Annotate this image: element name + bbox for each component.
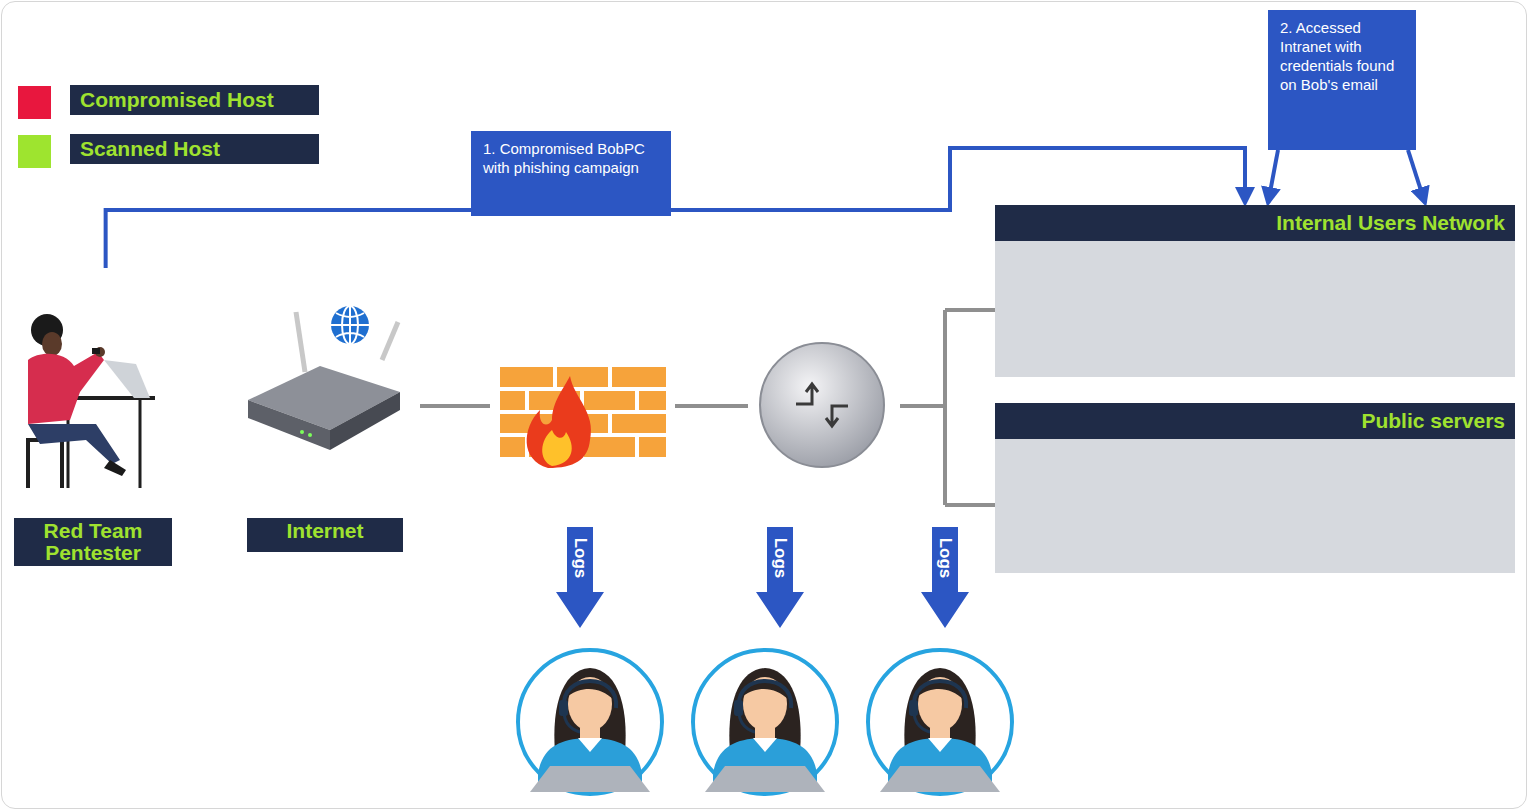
attack-path	[106, 210, 471, 268]
firewall-part	[527, 376, 591, 468]
network-wires-part	[945, 308, 995, 312]
internet-router-part	[248, 400, 330, 450]
soc-analysts-part	[693, 650, 837, 794]
internet-router-part	[308, 433, 312, 437]
box-label: Internet	[253, 520, 397, 542]
legend-text: Compromised Host	[70, 85, 319, 115]
network-wires-part	[945, 503, 995, 507]
network-wires-part	[900, 404, 945, 408]
firewall	[500, 367, 666, 468]
legend-swatch	[18, 135, 51, 168]
attack-path	[671, 148, 1245, 210]
pentester-figure-part	[104, 360, 150, 398]
legend-swatch	[18, 86, 51, 119]
log-arrows-part	[556, 527, 604, 628]
core-router-part	[826, 406, 848, 426]
callout-text: 1. Compromised BobPC with phishing campa…	[483, 139, 661, 177]
arrow-label: Logs	[770, 538, 790, 579]
pentester-figure	[26, 314, 155, 488]
internet-router-part	[300, 430, 304, 434]
soc-analysts-part	[518, 650, 662, 794]
internet-router-part	[330, 392, 400, 450]
callout-box: 1. Compromised BobPC with phishing campa…	[471, 131, 671, 216]
actor-label: Red Team Pentester	[14, 518, 172, 566]
pentester-figure-part	[28, 352, 104, 424]
log-arrows-part	[756, 527, 804, 628]
band-title: Public servers	[995, 403, 1515, 439]
internet-router-part	[382, 322, 398, 360]
pentester-figure-part	[42, 332, 62, 356]
label-box: Internet	[247, 518, 403, 552]
band-title: Internal Users Network	[995, 205, 1515, 241]
log-arrows	[556, 527, 969, 628]
pentester-figure-part	[104, 460, 126, 476]
arrow-label: Logs	[570, 538, 590, 579]
network-wires-part	[420, 404, 490, 408]
pentester-figure-part	[92, 348, 100, 354]
actor-node: Red Team Pentester	[14, 268, 172, 566]
network-band: Internal Users Network	[995, 205, 1515, 377]
pentester-figure-part	[28, 424, 120, 464]
arrow-label: Logs	[935, 538, 955, 579]
internet-router	[248, 306, 400, 450]
internet-router-part	[331, 306, 369, 344]
network-wires	[420, 310, 995, 505]
core-router-part	[796, 384, 818, 404]
callout-box: 2. Accessed Intranet with credentials fo…	[1268, 10, 1416, 150]
network-wires-part	[943, 310, 947, 505]
log-arrows-part	[921, 527, 969, 628]
core-router	[760, 343, 884, 467]
attack-path	[1408, 150, 1425, 203]
legend-text: Scanned Host	[70, 134, 319, 164]
internet-router-part	[342, 306, 358, 344]
core-router-part	[760, 343, 884, 467]
callout-text: 2. Accessed Intranet with credentials fo…	[1280, 18, 1406, 94]
firewall-part	[542, 430, 572, 466]
attack-path	[1268, 150, 1278, 203]
soc-analysts	[518, 650, 1012, 794]
internet-router-part	[296, 312, 305, 372]
core-router-part	[760, 343, 884, 467]
soc-analysts-part	[868, 650, 1012, 794]
network-wires-part	[675, 404, 748, 408]
pentester-figure-part	[26, 440, 64, 488]
network-band: Public servers	[995, 403, 1515, 573]
internet-router-part	[331, 306, 369, 344]
